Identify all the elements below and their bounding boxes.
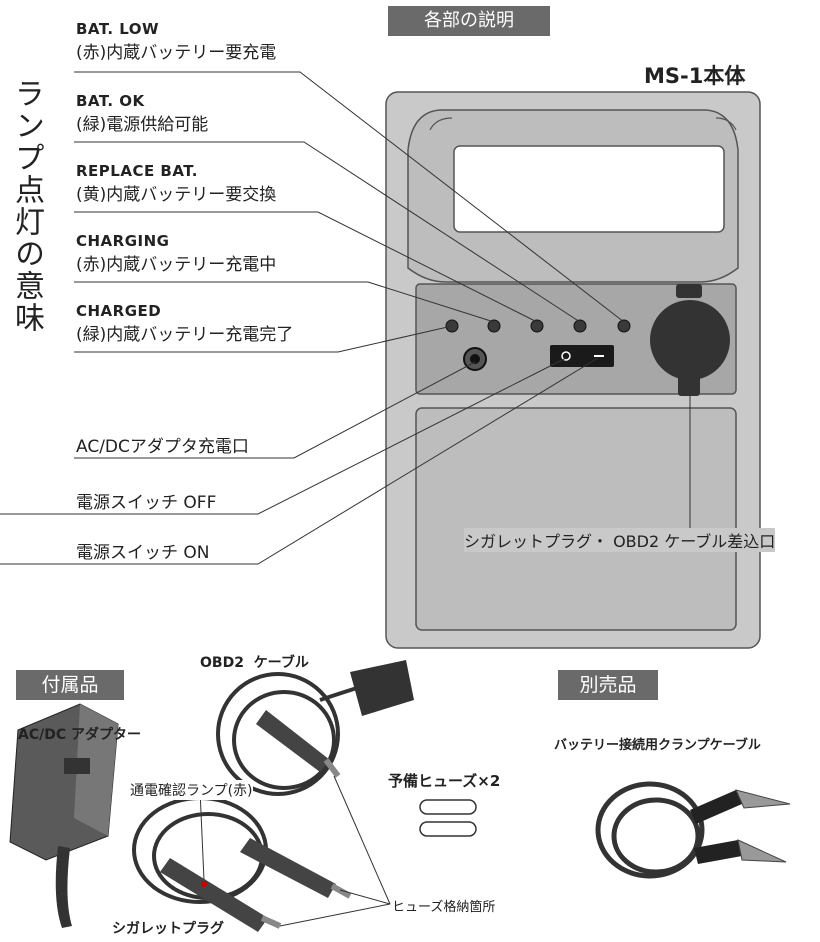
lamp-label-jp: (赤)内蔵バッテリー要充電 (76, 43, 277, 63)
switch-on-label: 電源スイッチ ON (76, 543, 210, 563)
lamp-label-jp: (緑)電源供給可能 (76, 115, 209, 135)
accessory-fuse-location-label: ヒューズ格納箇所 (392, 900, 496, 915)
lamp-label-charging: CHARGING (赤)内蔵バッテリー充電中 (76, 232, 276, 275)
accessory-cigarette-plug-label: シガレットプラグ (112, 921, 224, 937)
section-header-accessories: 付属品 (16, 670, 124, 700)
lamp-bat-ok (573, 319, 587, 333)
lamp-charging (487, 319, 501, 333)
lamp-label-en: REPLACE BAT. (76, 162, 198, 180)
device-title: MS-1本体 (644, 64, 746, 88)
spare-fuse (419, 799, 477, 815)
lamp-label-en: BAT. OK (76, 92, 145, 110)
cigarette-socket (650, 300, 730, 380)
section-header-optional: 別売品 (558, 670, 658, 700)
leader-bat-ok (74, 141, 581, 323)
power-switch (550, 345, 614, 367)
accessory-adapter-label: AC/DC アダプター (18, 727, 141, 743)
lamp-label-jp: (赤)内蔵バッテリー充電中 (76, 255, 277, 275)
control-panel (415, 283, 737, 395)
handle-opening (453, 145, 725, 233)
leader-switch-on (0, 357, 599, 565)
lamp-label-jp: (緑)内蔵バッテリー充電完了 (76, 325, 294, 345)
lamp-label-replace-bat: REPLACE BAT. (黄)内蔵バッテリー要交換 (76, 162, 276, 205)
lamp-label-bat-ok: BAT. OK (緑)電源供給可能 (76, 92, 208, 135)
spare-fuse (419, 821, 477, 837)
socket-label: シガレットプラグ・ OBD2 ケーブル差込口 (464, 528, 776, 552)
side-title-lamp-meaning: ランプ点灯の意味 (9, 78, 44, 334)
clamp-cable-illustration (595, 781, 705, 879)
leader-charged (74, 325, 453, 353)
accessory-spare-fuse-label: 予備ヒューズ×2 (388, 772, 501, 790)
leader-charging (74, 281, 495, 323)
lamp-label-bat-low: BAT. LOW (赤)内蔵バッテリー要充電 (76, 20, 276, 63)
lamp-label-jp: (黄)内蔵バッテリー要交換 (76, 185, 277, 205)
lamp-label-en: BAT. LOW (76, 20, 160, 38)
leader-adapter (74, 361, 476, 459)
lamp-bat-low (617, 319, 631, 333)
lamp-label-en: CHARGING (76, 232, 170, 250)
adapter-port-label: AC/DCアダプタ充電口 (76, 437, 249, 457)
leader-bat-low (74, 71, 625, 323)
lamp-label-charged: CHARGED (緑)内蔵バッテリー充電完了 (76, 302, 293, 345)
adapter-illustration (9, 703, 119, 928)
lamp-replace-bat (530, 319, 544, 333)
accessory-obd2-cable-label: OBD2 ケーブル (200, 655, 309, 671)
section-header-parts: 各部の説明 (388, 6, 550, 36)
lower-cover (415, 407, 737, 631)
leader-replace-bat (74, 211, 538, 323)
leader-switch-off (0, 357, 567, 515)
lamp-label-en: CHARGED (76, 302, 162, 320)
accessory-lamp-note: 通電確認ランプ(赤) (130, 780, 253, 800)
optional-clamp-cable-label: バッテリー接続用クランプケーブル (554, 738, 761, 753)
switch-off-label: 電源スイッチ OFF (76, 493, 217, 513)
